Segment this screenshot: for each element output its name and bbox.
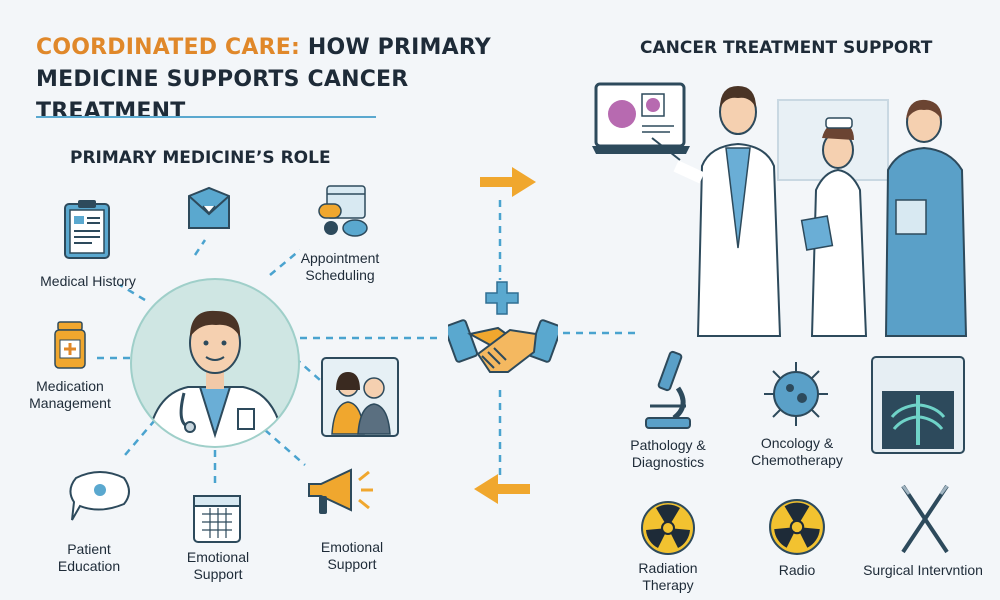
emotional-support-2-line2: Support [327,556,377,572]
microscope-icon [645,350,691,429]
radiation-line1: Radiation [638,560,698,576]
radio-label: Radio [778,562,816,578]
title-accent: COORDINATED CARE: [36,35,300,60]
radiation-line2: Therapy [642,577,694,593]
surgical-tools-icon [901,484,949,554]
clipboard-icon [64,200,110,259]
oncology-line1: Oncology & [760,435,834,451]
emotional-support-label-1: Emotional Support [158,549,278,583]
radiation-icon [641,501,695,555]
patient-education-line1: Patient [67,541,111,557]
emotional-support-2-line1: Emotional [320,539,384,555]
patient-education-line2: Education [57,558,121,574]
surgical-label: Surgical Intervntion [863,562,983,578]
title-rest: HOW PRIMARY [299,35,491,60]
title-divider [36,116,376,118]
pathology-label: Pathology & Diagnostics [608,437,728,471]
emotional-support-1-line2: Support [193,566,243,582]
plus-icon [485,281,519,315]
radiation-icon-2 [769,499,825,555]
pill-bottle-icon [54,321,86,369]
medication-label: Medication Management [10,378,130,412]
right-heading: CANCER TREATMENT SUPPORT [640,38,933,58]
calendar-icon [193,495,241,543]
appointment-label: Appointment Scheduling [300,250,380,283]
arrow-left-icon [474,474,530,504]
radiation-label: Radiation Therapy [608,560,728,594]
left-heading: PRIMARY MEDICINE’S ROLE [70,148,331,168]
medical-team-illustration [592,82,968,337]
xray-icon [871,356,965,454]
patient-education-label: Patient Education [29,541,149,575]
envelope-icon [188,186,230,229]
primary-doctor-avatar [130,278,300,448]
speech-bubble-icon [69,471,130,521]
calendar-pills-icon [318,185,368,237]
megaphone-icon [308,468,373,514]
arrow-right-icon [480,167,536,197]
emotional-support-label-2: Emotional Support [292,539,412,573]
cancer-cell-icon [764,362,828,426]
handshake-icon [448,319,558,373]
patient-family-icon [321,357,399,437]
emotional-support-1-line1: Emotional [186,549,250,565]
pathology-line1: Pathology & [630,437,706,453]
medical-history-label: Medical History [40,273,136,289]
page-title: COORDINATED CARE: HOW PRIMARY MEDICINE S… [36,32,556,128]
oncology-line2: Chemotherapy [751,452,843,468]
medication-line1: Medication [36,378,104,394]
oncology-label: Oncology & Chemotherapy [737,435,857,469]
title-line2: MEDICINE SUPPORTS CANCER TREATMENT [36,67,409,124]
pathology-line2: Diagnostics [631,454,705,470]
medication-line2: Management [29,395,111,411]
